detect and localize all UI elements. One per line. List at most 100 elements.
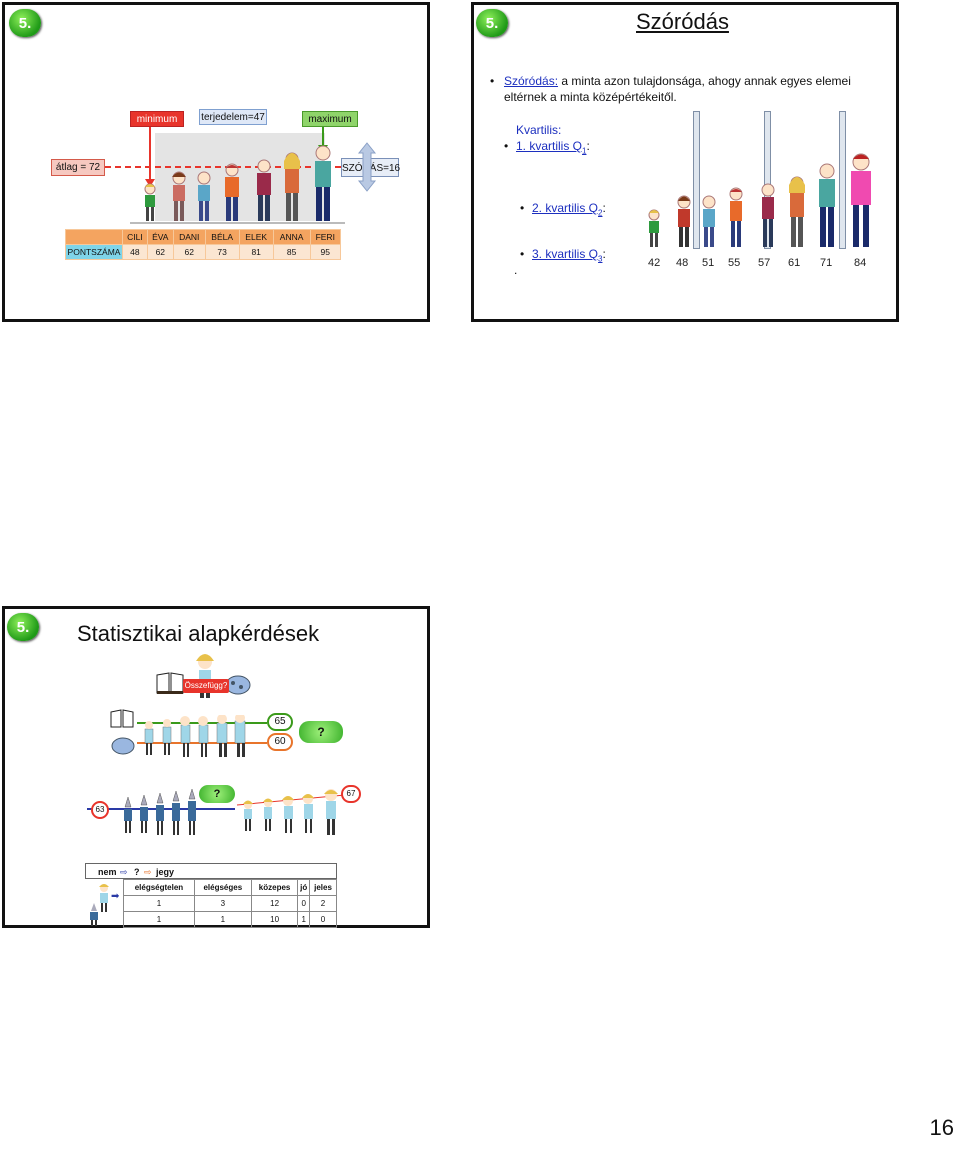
slide-number-badge: 5. — [476, 9, 508, 37]
question-mark: ? — [134, 867, 140, 877]
value-item: 61 — [788, 257, 801, 269]
slide-title: Statisztikai alapkérdések — [77, 621, 320, 646]
score-cell: 73 — [204, 244, 240, 260]
arrow-icon: ⇨ — [144, 867, 152, 877]
question-badge: ? — [199, 785, 235, 803]
name-cell: ELEK — [238, 229, 274, 245]
person-dani — [197, 171, 211, 221]
grade-cell: 1 — [297, 911, 311, 928]
person-cili — [144, 183, 156, 221]
value-item: 42 — [648, 257, 661, 269]
slide-number-badge: 5. — [9, 9, 41, 37]
header-cell: jó — [297, 879, 311, 896]
grade-table: elégségtelen elégséges közepes jó jeles … — [123, 879, 337, 928]
value-67-badge: 67 — [341, 785, 361, 803]
score-cell: 62 — [146, 244, 174, 260]
score-table: CILI ÉVA DANI BÉLA ELEK ANNA FERI PONTSZ… — [65, 229, 341, 260]
page-number: 16 — [929, 1115, 954, 1140]
header-cell: elégségtelen — [123, 879, 195, 896]
person-6 — [789, 176, 805, 247]
quartile-bar-q3 — [839, 111, 846, 249]
arrow-icon: ➡ — [111, 891, 120, 902]
person-eva — [172, 171, 186, 221]
maximum-label: maximum — [302, 111, 358, 127]
table-row: 1 3 12 0 2 — [123, 895, 337, 912]
person-7 — [819, 163, 835, 247]
person-feri — [315, 145, 331, 221]
slide-dispersion-diagram: 5. minimum terjedelem=47 maximum átlag =… — [2, 2, 430, 322]
value-63-badge: 63 — [91, 801, 109, 819]
kvartilis-heading: Kvartilis: — [516, 123, 562, 137]
score-cell: 81 — [238, 244, 274, 260]
name-cell: BÉLA — [204, 229, 240, 245]
mean-label: átlag = 72 — [51, 159, 105, 176]
q1-item: • 1. kvartilis Q1: — [504, 139, 590, 156]
minimum-label: minimum — [130, 111, 184, 127]
value-item: 57 — [758, 257, 771, 269]
name-cell: FERI — [309, 229, 341, 245]
person-4 — [729, 187, 743, 247]
score-cell: 95 — [309, 244, 341, 260]
person-2 — [677, 195, 691, 247]
value-item: 48 — [676, 257, 689, 269]
grade-cell: 12 — [250, 895, 299, 912]
header-cell: elégséges — [193, 879, 252, 896]
grade-cell: 1 — [123, 895, 195, 912]
table-row: CILI ÉVA DANI BÉLA ELEK ANNA FERI — [65, 229, 341, 245]
value-item: 71 — [820, 257, 833, 269]
grade-cell: 3 — [193, 895, 252, 912]
grade-cell: 1 — [123, 911, 195, 928]
person-3 — [702, 195, 716, 247]
table-row: elégségtelen elégséges közepes jó jeles — [123, 879, 337, 896]
value-item: 55 — [728, 257, 741, 269]
range-label: terjedelem=47 — [199, 109, 267, 125]
person-5 — [761, 183, 775, 247]
trailing-dot: . — [514, 263, 518, 277]
quartile-bar-q1 — [693, 111, 700, 249]
person-1 — [648, 209, 660, 247]
szorodas-term: Szóródás: — [504, 74, 559, 88]
person-elek — [257, 159, 271, 221]
name-cell: ANNA — [272, 229, 311, 245]
name-cell: CILI — [122, 229, 148, 245]
brain-icon — [111, 737, 135, 755]
arrow-icon: ⇨ — [120, 867, 128, 877]
q3-item: • 3. kvartilis Q3: — [520, 247, 606, 264]
dispersion-lines — [105, 127, 377, 224]
person-8 — [851, 153, 871, 247]
quartile-bar-q2 — [764, 111, 771, 249]
score-cell: 48 — [122, 244, 148, 260]
table-row: 1 1 10 1 0 — [123, 911, 337, 928]
score-cell: 62 — [172, 244, 206, 260]
question-badge: ? — [299, 721, 343, 743]
osszefugg-arrow: Összefügg? — [183, 679, 229, 693]
name-cell: DANI — [172, 229, 206, 245]
value-60-badge: 60 — [267, 733, 293, 751]
row-label: PONTSZÁMA — [65, 244, 123, 260]
grade-header-bar: nem ⇨ ? ⇨ jegy — [85, 863, 337, 879]
slide-szorodas: 5. Szóródás • Szóródás: a minta azon tul… — [471, 2, 899, 322]
value-item: 51 — [702, 257, 715, 269]
slide-statisztikai-alapkerdesek: 5. Statisztikai alapkérdések Összefügg? — [2, 606, 430, 928]
grade-cell: 0 — [297, 895, 311, 912]
q2-item: • 2. kvartilis Q2: — [520, 201, 606, 218]
score-cell: 85 — [272, 244, 311, 260]
slide-title: Szóródás — [636, 9, 729, 34]
nem-label: nem — [98, 867, 117, 877]
person-anna — [284, 152, 300, 221]
grade-cell: 2 — [309, 895, 337, 912]
jegy-label: jegy — [156, 867, 175, 877]
grade-cell: 10 — [250, 911, 299, 928]
figure-icon — [90, 903, 98, 926]
name-cell: ÉVA — [146, 229, 174, 245]
slide-number-badge: 5. — [7, 613, 39, 641]
definition-text: • Szóródás: a minta azon tulajdonsága, a… — [490, 74, 851, 104]
figure-icon — [99, 884, 109, 912]
book-icon — [110, 709, 134, 728]
figure-row — [143, 713, 253, 759]
table-row: PONTSZÁMA 48 62 62 73 81 85 95 — [65, 244, 341, 260]
book-icon — [156, 672, 184, 694]
grade-cell: 0 — [309, 911, 337, 928]
header-cell: közepes — [250, 879, 299, 896]
value-item: 84 — [854, 257, 867, 269]
